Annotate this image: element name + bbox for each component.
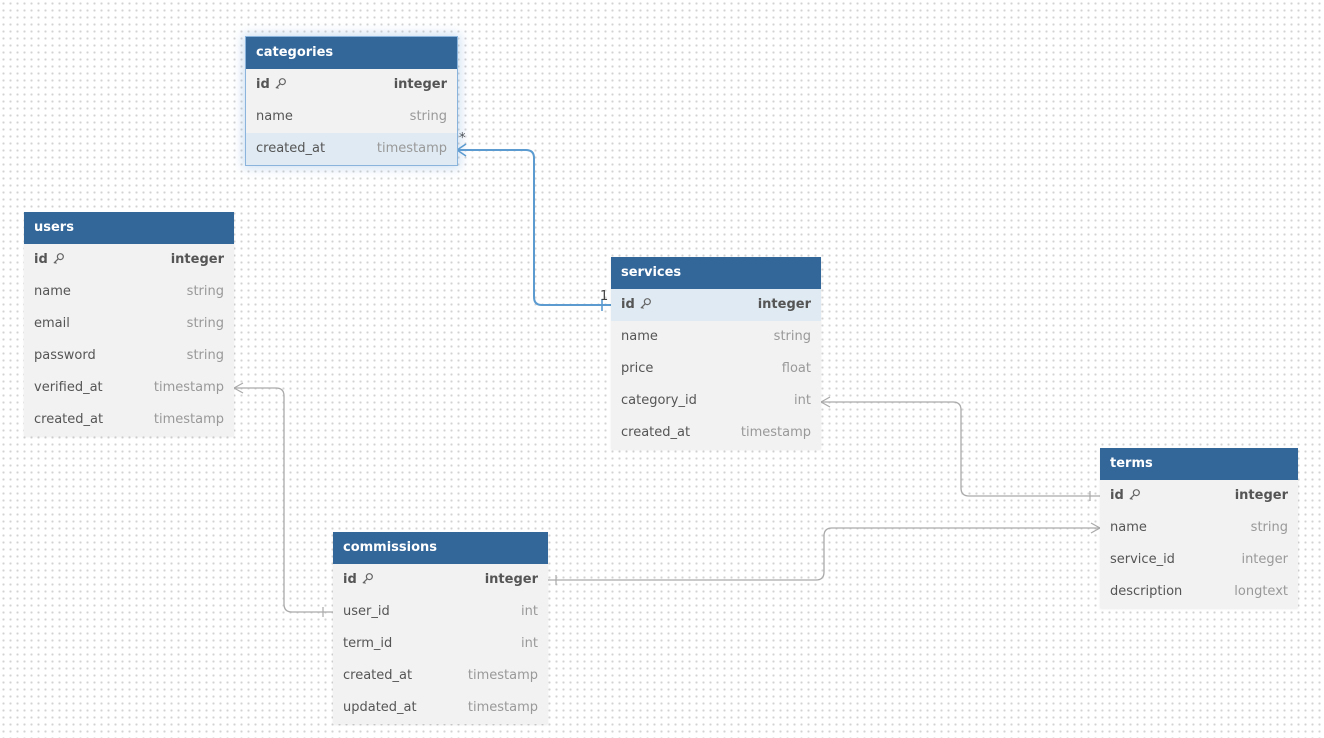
column-name: created_at	[621, 425, 691, 440]
table-services[interactable]: services id integer name string price fl…	[611, 257, 821, 449]
table-row[interactable]: category_id int	[611, 385, 821, 417]
column-type: string	[186, 316, 224, 331]
crowfoot-many-marker	[1090, 522, 1101, 534]
column-type: integer	[757, 297, 811, 312]
column-name: price	[621, 361, 654, 376]
column-type: timestamp	[740, 425, 811, 440]
column-type: string	[773, 329, 811, 344]
column-name: user_id	[343, 604, 390, 619]
column-type: string	[409, 109, 447, 124]
table-row[interactable]: name string	[24, 276, 234, 308]
table-commissions[interactable]: commissions id integer user_id int term_…	[333, 532, 548, 724]
table-row[interactable]: created_at timestamp	[24, 404, 234, 436]
table-row[interactable]: id integer	[24, 244, 234, 276]
column-name: id	[1110, 488, 1124, 503]
column-type: string	[1250, 520, 1288, 535]
column-name: id	[256, 77, 270, 92]
table-row[interactable]: created_at timestamp	[333, 660, 548, 692]
table-row[interactable]: description longtext	[1100, 576, 1298, 608]
table-terms[interactable]: terms id integer name string service_id …	[1100, 448, 1298, 608]
table-row[interactable]: password string	[24, 340, 234, 372]
relationship-many-label: *	[459, 131, 466, 146]
table-categories[interactable]: categories id integer name string create…	[245, 36, 458, 166]
table-row[interactable]: updated_at timestamp	[333, 692, 548, 724]
column-name: name	[34, 284, 71, 299]
relation-categories-services[interactable]	[457, 149, 611, 306]
relation-users-commissions[interactable]	[234, 387, 333, 613]
relationship-one-label: 1	[600, 289, 609, 304]
column-name: term_id	[343, 636, 393, 651]
column-type: integer	[393, 77, 447, 92]
column-name: updated_at	[343, 700, 417, 715]
key-icon	[640, 298, 651, 309]
column-type: string	[186, 284, 224, 299]
key-icon	[275, 78, 286, 89]
column-name: verified_at	[34, 380, 103, 395]
table-title[interactable]: commissions	[333, 532, 548, 564]
column-name: name	[256, 109, 293, 124]
column-name: category_id	[621, 393, 697, 408]
column-type: integer	[170, 252, 224, 267]
column-name: id	[34, 252, 48, 267]
table-row[interactable]: created_at timestamp	[246, 133, 457, 165]
column-name: created_at	[34, 412, 104, 427]
table-row[interactable]: id integer	[333, 564, 548, 596]
column-name: name	[1110, 520, 1147, 535]
table-users[interactable]: users id integer name string email strin…	[24, 212, 234, 436]
column-name: id	[621, 297, 635, 312]
table-row[interactable]: id integer	[246, 69, 457, 101]
table-title[interactable]: services	[611, 257, 821, 289]
table-row[interactable]: id integer	[1100, 480, 1298, 512]
column-type: int	[521, 604, 538, 619]
crowfoot-many-marker	[233, 382, 244, 394]
table-row[interactable]: id integer	[611, 289, 821, 321]
column-type: int	[794, 393, 811, 408]
column-type: int	[521, 636, 538, 651]
table-row[interactable]: term_id int	[333, 628, 548, 660]
column-name: email	[34, 316, 70, 331]
column-type: longtext	[1234, 584, 1288, 599]
column-name: name	[621, 329, 658, 344]
table-row[interactable]: created_at timestamp	[611, 417, 821, 449]
column-name: created_at	[343, 668, 413, 683]
relation-services-terms[interactable]	[821, 401, 1100, 497]
column-name: password	[34, 348, 96, 363]
table-title[interactable]: categories	[246, 37, 457, 69]
column-type: integer	[1234, 488, 1288, 503]
column-name: created_at	[256, 141, 326, 156]
table-row[interactable]: service_id integer	[1100, 544, 1298, 576]
crowfoot-many-marker	[820, 396, 831, 408]
column-type: timestamp	[153, 412, 224, 427]
key-icon	[53, 253, 64, 264]
table-row[interactable]: name string	[246, 101, 457, 133]
column-type: float	[781, 361, 811, 376]
key-icon	[362, 573, 373, 584]
column-type: timestamp	[153, 380, 224, 395]
table-title[interactable]: terms	[1100, 448, 1298, 480]
key-icon	[1129, 489, 1140, 500]
table-row[interactable]: verified_at timestamp	[24, 372, 234, 404]
column-name: id	[343, 572, 357, 587]
column-type: timestamp	[376, 141, 447, 156]
table-row[interactable]: name string	[611, 321, 821, 353]
column-type: timestamp	[467, 700, 538, 715]
table-row[interactable]: email string	[24, 308, 234, 340]
column-type: integer	[484, 572, 538, 587]
table-row[interactable]: price float	[611, 353, 821, 385]
column-name: description	[1110, 584, 1183, 599]
column-name: service_id	[1110, 552, 1175, 567]
column-type: timestamp	[467, 668, 538, 683]
column-type: integer	[1241, 552, 1288, 567]
column-type: string	[186, 348, 224, 363]
table-row[interactable]: name string	[1100, 512, 1298, 544]
table-row[interactable]: user_id int	[333, 596, 548, 628]
table-title[interactable]: users	[24, 212, 234, 244]
relation-commissions-terms[interactable]	[548, 527, 1100, 581]
